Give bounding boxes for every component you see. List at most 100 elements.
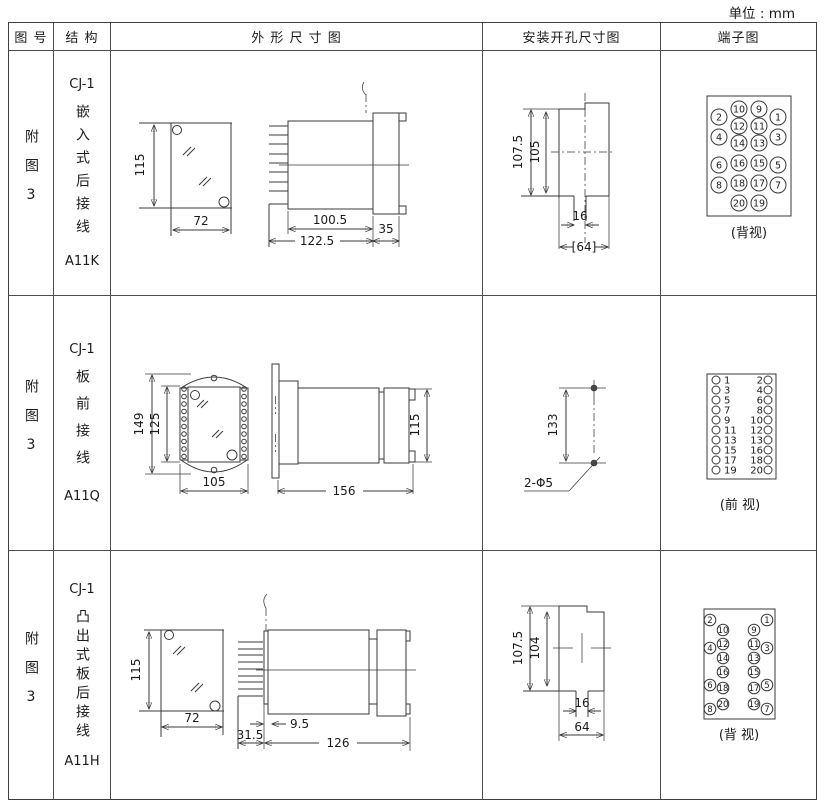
pin-number: 18 xyxy=(750,456,763,467)
row2-mounting-cell: 133 2-Φ5 xyxy=(483,296,661,551)
row3-terminal-diagram: 2 4 6 8 10 12 14 16 18 20 9 11 13 15 17 … xyxy=(703,608,776,743)
pin-number: 15 xyxy=(749,668,760,678)
pin-number: 14 xyxy=(733,139,745,150)
view-label: (背 视) xyxy=(719,728,759,743)
pin-number: 20 xyxy=(733,199,745,210)
dim-label-72: 72 xyxy=(184,711,199,725)
pin-number: 20 xyxy=(750,466,763,477)
view-label: (背视) xyxy=(731,226,767,241)
dim-label-156: 156 xyxy=(333,484,356,498)
pin-number: 2 xyxy=(707,616,712,626)
row3-outline-drawing: 115 72 xyxy=(129,593,416,751)
dim-label-holes: 2-Φ5 xyxy=(524,476,553,490)
row3-figure-cell: 附图3 xyxy=(9,551,54,799)
glass-hatch xyxy=(172,645,186,656)
pin-number: 12 xyxy=(750,426,763,437)
structure-text: 嵌入式后接线 xyxy=(74,104,90,242)
pin-number: 5 xyxy=(724,396,730,407)
row1-outline-drawing: 115 72 xyxy=(133,81,409,248)
pin-number: 11 xyxy=(753,122,765,133)
row1-terminal-diagram: 10 12 14 16 18 20 9 11 13 15 17 19 2 4 6… xyxy=(706,95,792,241)
pin-number: 20 xyxy=(718,700,729,710)
pin-number: 3 xyxy=(724,386,730,397)
structure-text: 板前接线 xyxy=(74,369,90,477)
row1-terminal-cell: 10 12 14 16 18 20 9 11 13 15 17 19 2 4 6… xyxy=(661,51,816,296)
pin-number: 8 xyxy=(716,181,722,192)
pin-number: 9 xyxy=(756,105,762,116)
pin-number: 12 xyxy=(733,122,745,133)
front-view: 115 72 xyxy=(133,122,232,236)
pin-number: 14 xyxy=(718,654,729,664)
pin-number: 13 xyxy=(724,436,737,447)
row2-terminal-cell: 1 3 5 7 9 11 13 15 17 19 2 4 6 8 10 12 1 xyxy=(661,296,816,551)
header-structure: 结 构 xyxy=(54,23,111,51)
structure-code: A11H xyxy=(64,753,100,769)
dim-label-100-5: 100.5 xyxy=(313,213,347,227)
pin-number: 13 xyxy=(749,654,760,664)
glass-hatch xyxy=(190,682,204,693)
pin-number: 1 xyxy=(724,376,730,387)
pin-number: 11 xyxy=(749,640,760,650)
pin-number: 6 xyxy=(716,161,722,172)
row2-mounting-drawing: 133 2-Φ5 xyxy=(524,380,606,492)
pin-number: 4 xyxy=(716,133,722,144)
pin-number: 8 xyxy=(757,406,763,417)
pin-number: 19 xyxy=(753,199,765,210)
dim-label-16: 16 xyxy=(572,209,587,223)
dim-label-133: 133 xyxy=(546,414,560,437)
pin-number: 3 xyxy=(764,644,769,654)
structure-text: 凸出式板后接线 xyxy=(74,608,90,742)
pin-number: 5 xyxy=(775,161,781,172)
pin-number: 15 xyxy=(753,159,765,170)
terminal-pin-grid: 10 12 14 16 18 20 9 11 13 15 17 19 2 4 6… xyxy=(710,100,787,212)
unit-label: 单位 : mm xyxy=(728,6,795,22)
pin-number: 13 xyxy=(750,436,763,447)
dim-label-122-5: 122.5 xyxy=(300,234,334,248)
pin-number: 16 xyxy=(733,159,745,170)
terminal-pin-grid: 1 3 5 7 9 11 13 15 17 19 2 4 6 8 10 12 1 xyxy=(711,375,773,477)
dim-label-149: 149 xyxy=(132,413,146,436)
row3-structure-cell: CJ-1 凸出式板后接线 A11H xyxy=(54,551,111,799)
pin-number: 13 xyxy=(753,139,765,150)
dim-label-115: 115 xyxy=(133,154,147,177)
pin-number: 19 xyxy=(749,700,760,710)
dim-label-72: 72 xyxy=(193,214,208,228)
header-mounting: 安装开孔尺寸图 xyxy=(483,23,661,51)
glass-hatch xyxy=(182,146,196,157)
pin-number: 7 xyxy=(764,705,769,715)
pin-number: 5 xyxy=(764,681,769,691)
row3-outline-cell: 115 72 xyxy=(111,551,483,799)
structure-model: CJ-1 xyxy=(69,342,95,357)
pin-number: 15 xyxy=(724,446,737,457)
pin-number: 1 xyxy=(775,113,781,124)
pin-number: 3 xyxy=(775,133,781,144)
pin-number: 16 xyxy=(750,446,763,457)
row1-structure-cell: CJ-1 嵌入式后接线 A11K xyxy=(54,51,111,296)
header-figure: 图 号 xyxy=(9,23,54,51)
row2-terminal-diagram: 1 3 5 7 9 11 13 15 17 19 2 4 6 8 10 12 1 xyxy=(706,373,777,513)
dim-label-9-5: 9.5 xyxy=(290,717,309,731)
pin-number: 16 xyxy=(718,668,729,678)
pin-number: 10 xyxy=(733,105,745,116)
front-view: 115 72 xyxy=(129,629,224,737)
pin-number: 17 xyxy=(749,684,760,694)
pin-number: 10 xyxy=(718,626,729,636)
row2-structure-cell: CJ-1 板前接线 A11Q xyxy=(54,296,111,551)
spec-table: 图 号 结 构 外 形 尺 寸 图 安装开孔尺寸图 端子图 附图3 CJ-1 嵌… xyxy=(8,22,817,800)
glass-hatch xyxy=(196,399,209,409)
figure-number: 附图3 xyxy=(23,378,39,468)
dim-label-125: 125 xyxy=(148,413,162,436)
figure-number: 附图3 xyxy=(23,128,39,218)
pin-number: 7 xyxy=(775,181,781,192)
row2-outline-cell: 149 125 105 xyxy=(111,296,483,551)
pin-number: 12 xyxy=(718,640,729,650)
row2-figure-cell: 附图3 xyxy=(9,296,54,551)
pin-number: 9 xyxy=(751,626,756,636)
front-view: 149 125 105 xyxy=(132,373,249,494)
pin-number: 6 xyxy=(707,681,712,691)
pin-number: 8 xyxy=(707,705,712,715)
structure-model: CJ-1 xyxy=(69,77,95,92)
dim-label-107-5: 107.5 xyxy=(511,631,525,665)
structure-code: A11K xyxy=(65,254,99,269)
